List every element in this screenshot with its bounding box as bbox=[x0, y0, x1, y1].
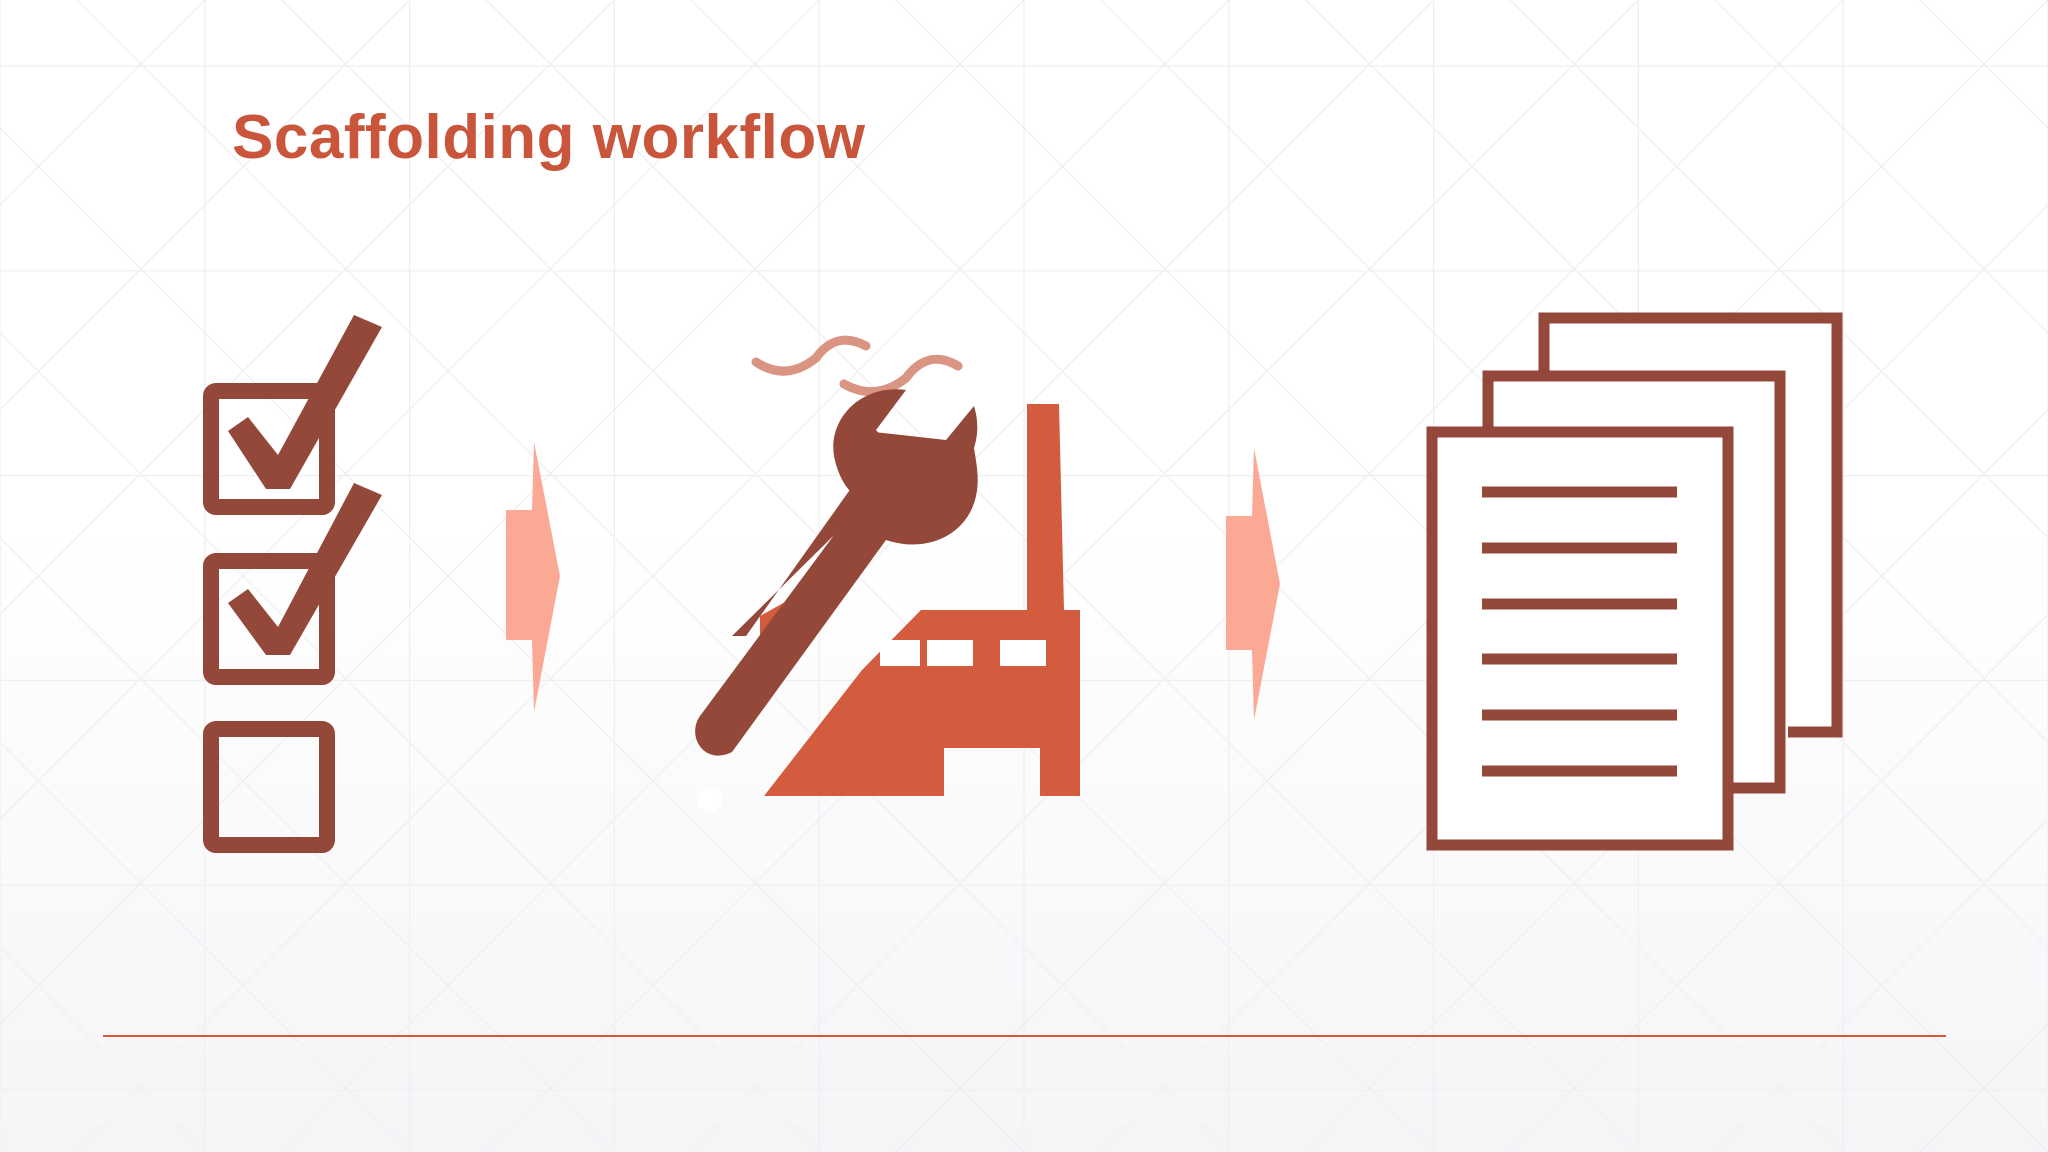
checklist-icon bbox=[200, 305, 400, 860]
arrow-right-icon bbox=[506, 440, 566, 715]
documents-icon bbox=[1420, 312, 1860, 852]
arrow-right-icon bbox=[1226, 448, 1286, 723]
factory-wrench-icon bbox=[676, 326, 1096, 846]
slide-title: Scaffolding workflow bbox=[232, 103, 866, 172]
footer-divider bbox=[103, 1035, 1946, 1037]
